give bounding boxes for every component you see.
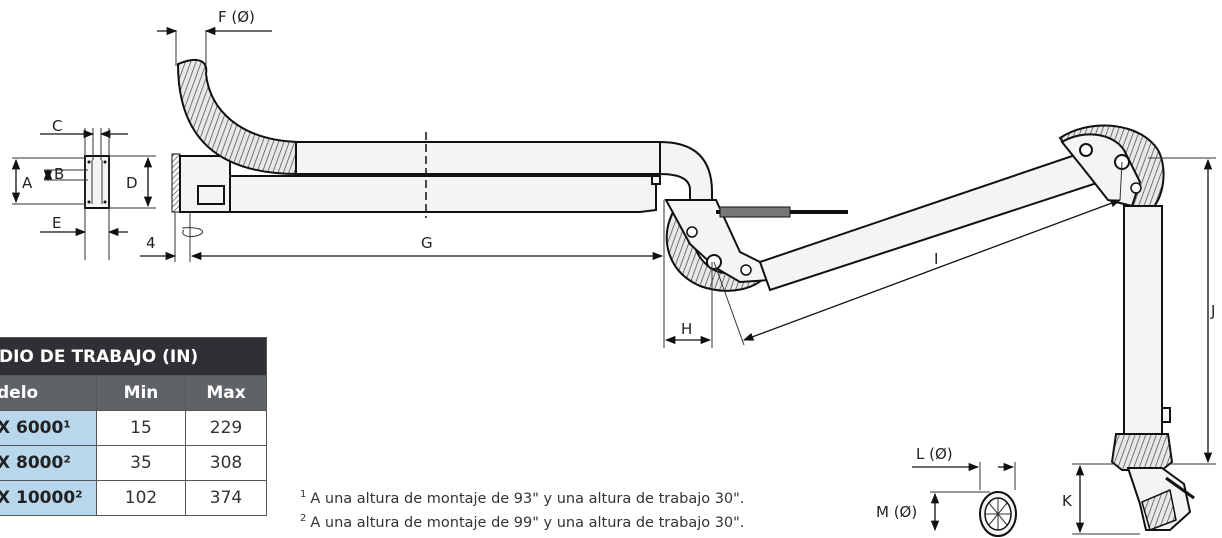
cell-model: X 10000² <box>0 480 97 516</box>
label-c: C <box>52 117 62 135</box>
cell-min: 35 <box>96 445 186 481</box>
label-i: I <box>934 250 938 268</box>
label-j: J <box>1210 302 1215 320</box>
cell-max: 374 <box>185 480 267 516</box>
label-b: B <box>54 165 64 183</box>
dimension-e: E <box>40 214 128 237</box>
dimension-i: I <box>713 161 1123 346</box>
label-h: H <box>681 320 692 338</box>
cell-min: 15 <box>96 410 186 446</box>
label-e: E <box>52 214 61 232</box>
dimension-g: 4 G <box>140 200 665 348</box>
articulated-arm <box>664 124 1195 531</box>
cell-model: X 6000¹ <box>0 410 97 446</box>
table-row: X 10000² 102 374 <box>0 480 267 516</box>
label-f: F (Ø) <box>218 8 255 26</box>
label-g: G <box>421 234 433 252</box>
dimension-b: B <box>43 165 88 183</box>
cell-model: X 8000² <box>0 445 97 481</box>
dimension-h: H <box>664 262 713 348</box>
cell-max: 229 <box>185 410 267 446</box>
dimension-a: A <box>11 157 85 205</box>
wall-bracket-detail <box>84 128 110 260</box>
label-l: L (Ø) <box>916 445 953 463</box>
hood-detail: L (Ø) M (Ø) <box>876 445 1017 537</box>
dimension-d: D <box>109 155 156 209</box>
footnote-text: A una altura de montaje de 93" y una alt… <box>310 491 745 507</box>
footnote-mark: 2 <box>300 513 307 524</box>
label-a: A <box>22 174 33 192</box>
footnote-text: A una altura de montaje de 99" y una alt… <box>310 515 745 531</box>
cell-max: 308 <box>185 445 267 481</box>
column-header-model: delo <box>0 375 97 411</box>
label-m: M (Ø) <box>876 503 917 521</box>
dimension-k: K <box>1062 463 1140 535</box>
dimension-j: J <box>1148 157 1216 465</box>
cell-min: 102 <box>96 480 186 516</box>
table-row: X 8000² 35 308 <box>0 445 267 481</box>
label-4: 4 <box>146 234 156 252</box>
label-k: K <box>1062 492 1073 510</box>
footnote-mark: 1 <box>300 489 307 500</box>
label-d: D <box>126 174 138 192</box>
table-title: DIO DE TRABAJO (IN) <box>0 337 267 376</box>
column-header-min: Min <box>96 375 186 411</box>
horizontal-arm <box>171 59 713 218</box>
column-header-max: Max <box>185 375 267 411</box>
working-range-table: DIO DE TRABAJO (IN) delo Min Max X 6000¹… <box>0 337 267 516</box>
dimension-f: F (Ø) <box>157 8 272 66</box>
table-row: X 6000¹ 15 229 <box>0 410 267 446</box>
dimension-c: C <box>40 117 128 139</box>
